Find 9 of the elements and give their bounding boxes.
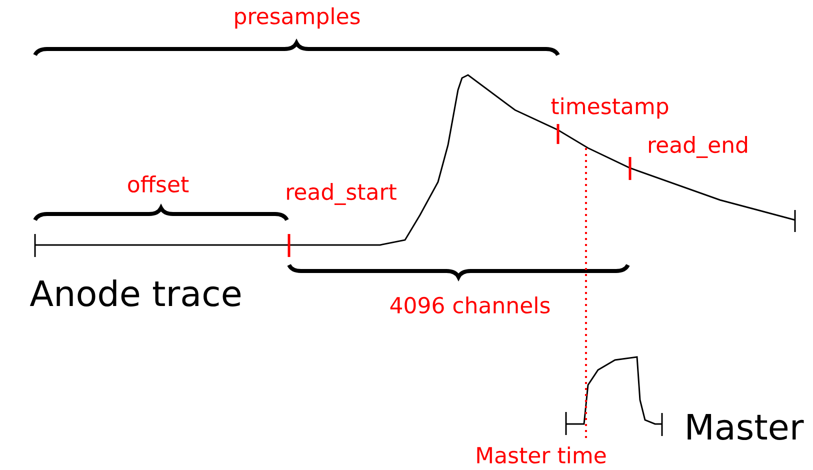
annotation-label: presamples bbox=[235, 7, 360, 29]
trace-label: Master bbox=[688, 414, 804, 440]
annotation-label: offset bbox=[128, 175, 189, 192]
annotation-label: timestamp bbox=[551, 97, 668, 119]
annotation-label: Master time bbox=[477, 446, 606, 464]
trace-label: Anode trace bbox=[30, 279, 240, 307]
annotation-label: read_end bbox=[649, 136, 748, 158]
annotation-label: 4096 channels bbox=[390, 296, 550, 314]
annotation-label: read_start bbox=[287, 183, 396, 205]
